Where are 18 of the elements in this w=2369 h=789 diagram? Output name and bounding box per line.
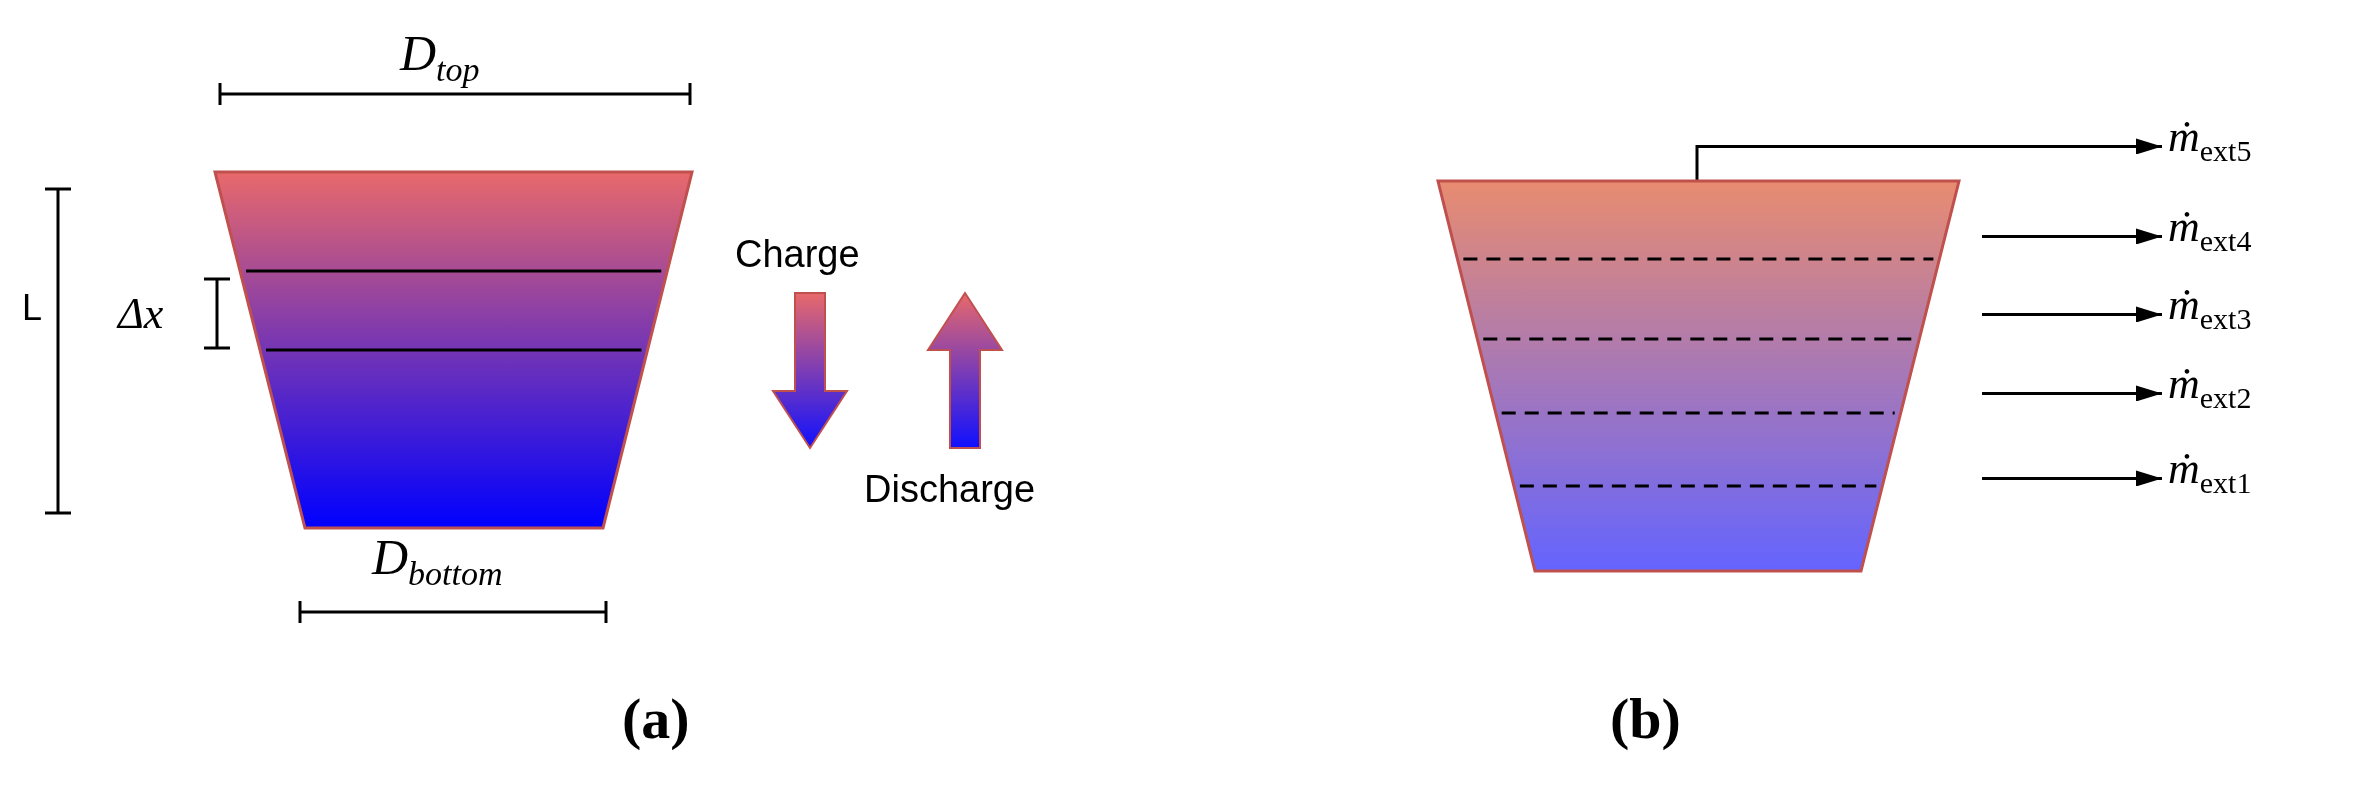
arrow xyxy=(1982,306,2162,323)
panel-label: (a) xyxy=(622,690,690,748)
dimension-label: L xyxy=(22,290,43,326)
direction-label: Discharge xyxy=(864,470,1036,508)
dimension-label: Δx xyxy=(118,292,164,336)
arrow xyxy=(1982,228,2162,245)
arrow xyxy=(1982,470,2162,487)
flow-label: ṁ$_{ext1}$ xyxy=(2168,447,2252,498)
direction-label: Charge xyxy=(735,235,860,273)
dimension-label: D$_{top}$ xyxy=(400,28,480,87)
panel-label: (b) xyxy=(1610,690,1681,748)
arrow xyxy=(1695,138,2162,181)
flow-label: ṁ$_{ext3}$ xyxy=(2168,283,2252,334)
arrow xyxy=(1982,385,2162,402)
flow-label: ṁ$_{ext5}$ xyxy=(2168,115,2252,166)
flow-label: ṁ$_{ext2}$ xyxy=(2168,362,2252,413)
flow-label: ṁ$_{ext4}$ xyxy=(2168,205,2252,256)
dimension-label: D$_{bottom}$ xyxy=(372,532,503,591)
